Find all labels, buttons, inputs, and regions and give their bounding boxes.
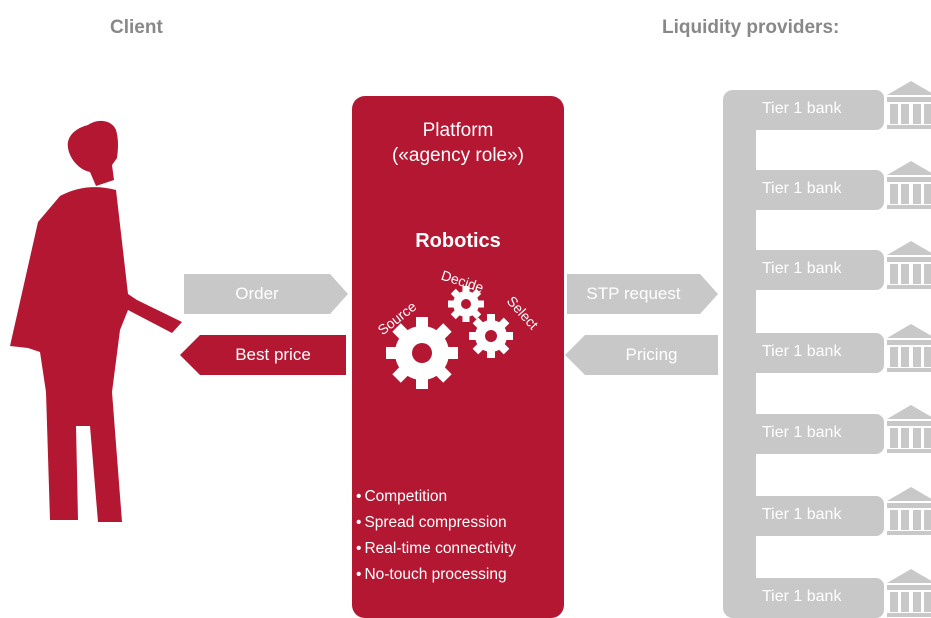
platform-role: («agency role») xyxy=(391,145,525,166)
best-price-arrow xyxy=(180,335,346,375)
benefit-item: Real-time connectivity xyxy=(356,536,516,562)
person-icon xyxy=(10,120,182,522)
robotics-heading: Robotics xyxy=(415,230,501,252)
bank-label: Tier 1 bank xyxy=(762,424,842,441)
liquidity-providers-heading: Liquidity providers: xyxy=(662,17,840,38)
bank-label: Tier 1 bank xyxy=(762,343,842,360)
client-heading: Client xyxy=(110,17,163,38)
platform-title: Platform xyxy=(422,120,494,141)
stp-request-label: STP request xyxy=(586,284,681,303)
order-label: Order xyxy=(235,284,279,303)
bank-label: Tier 1 bank xyxy=(762,100,842,117)
stp-request-arrow xyxy=(567,274,718,314)
bank-label: Tier 1 bank xyxy=(762,506,842,523)
benefit-item: Spread compression xyxy=(356,510,516,536)
best-price-label: Best price xyxy=(235,345,311,364)
bank-label: Tier 1 bank xyxy=(762,588,842,605)
benefit-item: Competition xyxy=(356,484,516,510)
liquidity-providers-bracket xyxy=(723,90,884,618)
platform-benefits-list: Competition Spread compression Real-time… xyxy=(356,484,516,588)
benefit-item: No-touch processing xyxy=(356,562,516,588)
bank-building-icon xyxy=(887,81,931,617)
pricing-label: Pricing xyxy=(625,345,678,364)
bank-label: Tier 1 bank xyxy=(762,260,842,277)
pricing-arrow xyxy=(565,335,718,375)
bank-label: Tier 1 bank xyxy=(762,180,842,197)
order-arrow xyxy=(184,274,348,314)
